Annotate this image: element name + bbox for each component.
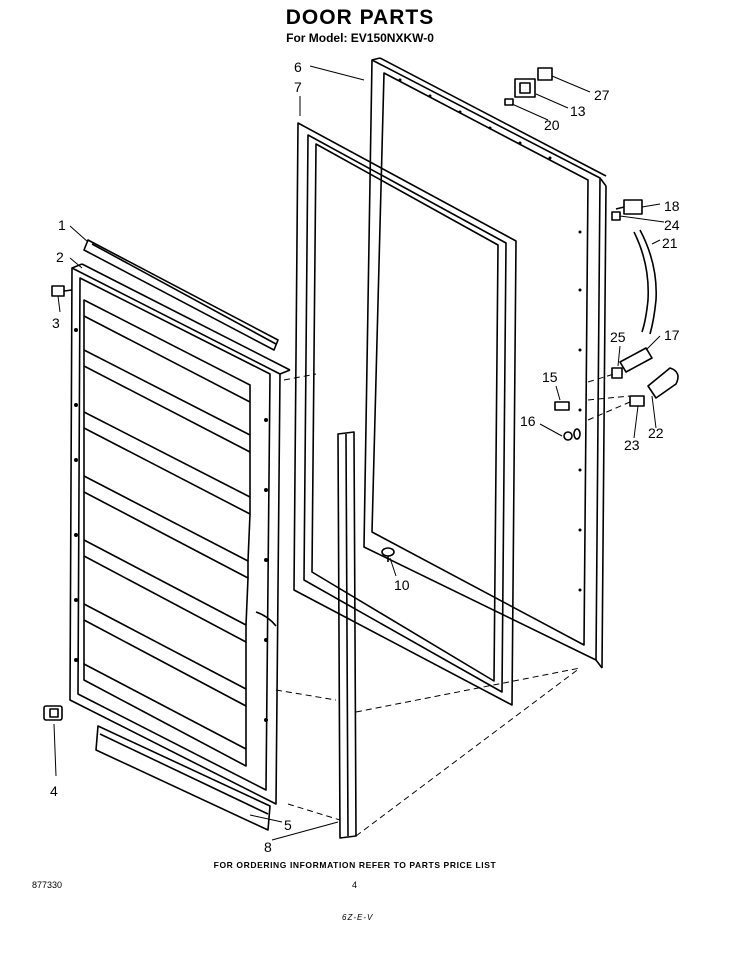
outer-door-frame: [363, 57, 607, 669]
part-label-2: 2: [56, 249, 64, 265]
part-label-15: 15: [542, 369, 558, 385]
part-label-10: 10: [394, 577, 410, 593]
stud-icon: [554, 401, 570, 411]
part-label-6: 6: [294, 59, 302, 75]
part-label-21: 21: [662, 235, 678, 251]
part-label-8: 8: [264, 839, 272, 855]
hinge-pin-icon: [611, 211, 621, 221]
lock-assembly-icon: [629, 367, 679, 407]
cover-plate-icon: [537, 67, 553, 81]
bottom-code: 6Z-E-V: [342, 913, 374, 922]
part-label-17: 17: [664, 327, 680, 343]
part-label-4: 4: [50, 783, 58, 799]
page-number: 4: [352, 880, 358, 890]
fastener-icon: [381, 547, 395, 562]
nut-icon: [563, 428, 581, 441]
bottom-trim-strip: [95, 725, 271, 831]
part-label-27: 27: [594, 87, 610, 103]
part-label-23: 23: [624, 437, 640, 453]
part-label-7: 7: [294, 79, 302, 95]
cord-strap-icon: [633, 229, 657, 335]
part-label-22: 22: [648, 425, 664, 441]
ordering-note: FOR ORDERING INFORMATION REFER TO PARTS …: [213, 860, 497, 870]
part-label-5: 5: [284, 817, 292, 833]
part-label-1: 1: [58, 217, 66, 233]
inner-door-liner: [69, 263, 291, 805]
handle-bracket-icon: [611, 347, 653, 379]
diagram-title: DOOR PARTS: [285, 6, 435, 29]
clip-icon: [43, 705, 63, 721]
part-label-18: 18: [664, 198, 680, 214]
bracket-icon: [514, 78, 536, 98]
spacer-icon: [504, 98, 514, 106]
door-gasket: [293, 122, 517, 706]
part-label-13: 13: [570, 103, 586, 119]
part-label-24: 24: [664, 217, 680, 233]
part-label-25: 25: [610, 329, 626, 345]
diagram-code: 877330: [32, 880, 63, 890]
screw-icon: [51, 285, 73, 297]
part-label-16: 16: [520, 413, 536, 429]
part-label-20: 20: [544, 117, 560, 133]
top-trim-strip: [83, 239, 279, 351]
part-label-3: 3: [52, 315, 60, 331]
model-subtitle: For Model: EV150NXKW-0: [286, 31, 434, 45]
breaker-strip: [337, 431, 357, 839]
